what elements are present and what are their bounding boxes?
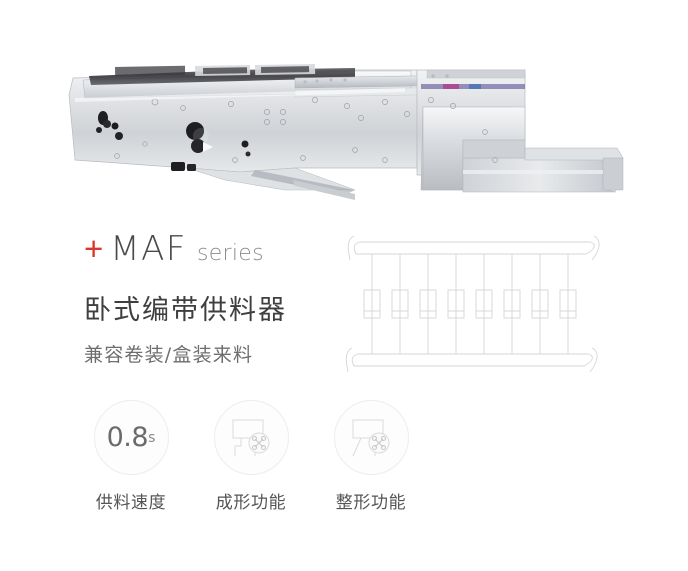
feature-label-reshaping: 整形功能	[335, 493, 407, 513]
speed-unit: s	[148, 429, 156, 446]
feature-item-forming: 成形功能	[204, 400, 298, 518]
product-text-block: + MAF series 卧式编带供料器 兼容卷装/盒装来料	[84, 232, 324, 367]
feature-label-forming: 成形功能	[215, 493, 287, 513]
forming-icon	[232, 419, 270, 456]
page-title: 卧式编带供料器	[84, 295, 287, 326]
page-subtitle: 兼容卷装/盒装来料	[84, 344, 254, 366]
reshaping-badge	[333, 400, 409, 475]
series-line: + MAF series	[84, 232, 324, 274]
speed-value: 0.8	[106, 422, 149, 453]
taped-components-schematic	[336, 232, 624, 377]
plus-mark: +	[84, 230, 104, 267]
series-word: series	[196, 241, 264, 266]
product-photo	[55, 40, 625, 215]
feature-label-speed: 供料速度	[95, 493, 167, 513]
reshaping-icon	[352, 419, 390, 456]
feature-item-reshaping: 整形功能	[324, 400, 418, 518]
series-code: MAF	[110, 229, 187, 269]
forming-badge	[213, 400, 289, 475]
